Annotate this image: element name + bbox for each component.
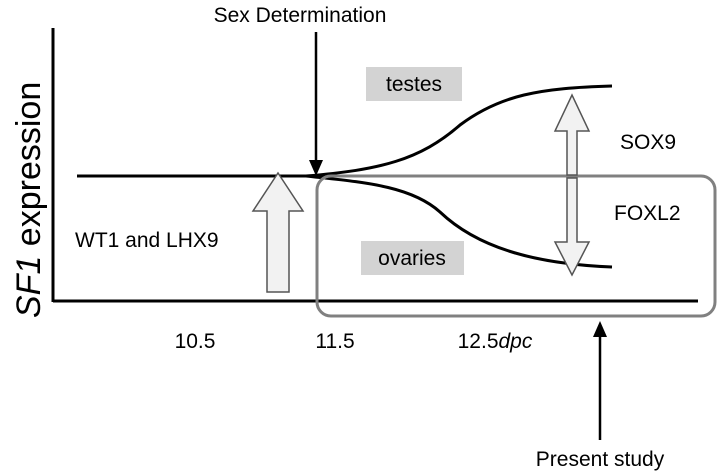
- y-axis-label-italic: SF1: [10, 256, 48, 318]
- y-axis-label-rest: expression: [10, 82, 48, 256]
- x-tick-10-5: 10.5: [175, 330, 216, 353]
- x-tick-12-5: 12.5dpc: [458, 330, 533, 353]
- x-tick-12-5-number: 12.5: [458, 330, 499, 353]
- wt1-lhx9-up-arrow: [251, 171, 305, 293]
- present-study-label: Present study: [536, 448, 665, 471]
- foxl2-down-arrow: [553, 177, 591, 277]
- ovaries-expression-curve: [305, 174, 613, 269]
- wt1-lhx9-label: WT1 and LHX9: [75, 229, 219, 252]
- x-tick-11-5: 11.5: [315, 330, 354, 353]
- present-study-box: [315, 174, 717, 318]
- ovaries-label: ovaries: [378, 247, 446, 270]
- sex-determination-arrowhead: [309, 160, 323, 176]
- sex-determination-label: Sex Determination: [214, 4, 387, 27]
- sox9-label: SOX9: [620, 131, 676, 154]
- testes-expression-curve: [305, 84, 613, 178]
- ovaries-label-box: [361, 241, 464, 275]
- sox9-up-arrow: [553, 93, 591, 176]
- testes-label: testes: [386, 73, 442, 96]
- x-tick-12-5-unit: dpc: [499, 330, 533, 353]
- testes-label-box: [366, 67, 462, 101]
- present-study-arrowhead: [593, 321, 607, 337]
- y-axis-label: SF1 expression: [10, 82, 48, 318]
- foxl2-label: FOXL2: [614, 202, 681, 225]
